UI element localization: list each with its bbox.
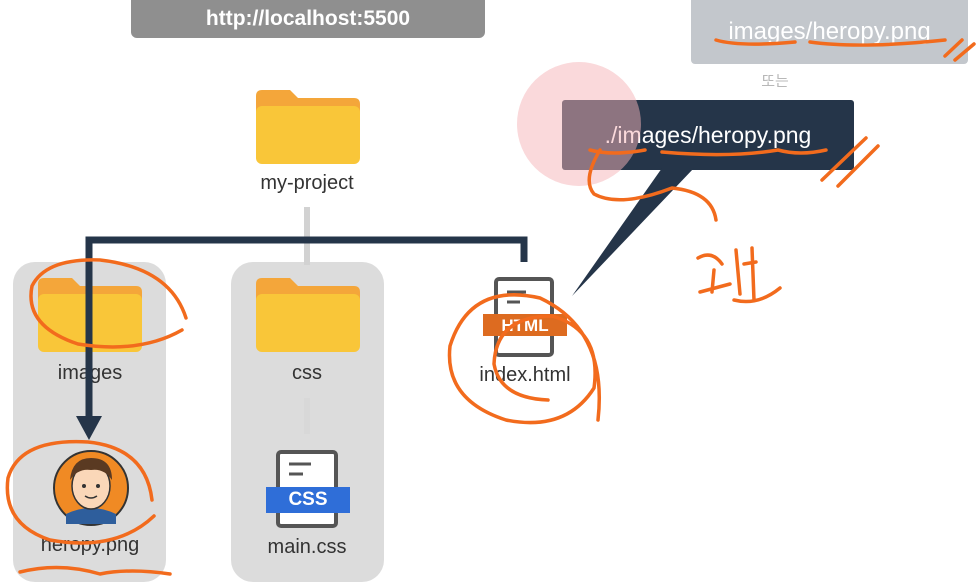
css-folder-label: css bbox=[292, 362, 322, 384]
css-folder-icon bbox=[256, 278, 360, 352]
main-css-file-label: main.css bbox=[267, 536, 347, 558]
heropy-file-label: heropy.png bbox=[40, 534, 140, 556]
or-label: 또는 bbox=[761, 73, 789, 90]
dot-relative-path-box: ./images/heropy.png bbox=[562, 100, 854, 170]
css-badge: CSS bbox=[288, 489, 328, 510]
root-to-css-link bbox=[304, 207, 310, 265]
css-file-icon bbox=[266, 450, 350, 528]
url-text: http://localhost:5500 bbox=[205, 7, 411, 30]
root-folder-label: my-project bbox=[260, 172, 354, 194]
url-bar: http://localhost:5500 bbox=[131, 0, 485, 38]
relative-path-text: images/heropy.png bbox=[728, 18, 931, 45]
html-badge: HTML bbox=[501, 316, 549, 335]
index-file-label: index.html bbox=[479, 364, 571, 386]
dot-relative-path-text: ./images/heropy.png bbox=[604, 121, 812, 148]
images-folder-icon bbox=[38, 278, 142, 352]
relative-path-box: images/heropy.png bbox=[691, 0, 968, 64]
images-folder-label: images bbox=[57, 362, 123, 384]
callout-tail bbox=[572, 168, 694, 296]
root-folder-icon bbox=[256, 90, 360, 164]
avatar-image bbox=[53, 450, 129, 526]
